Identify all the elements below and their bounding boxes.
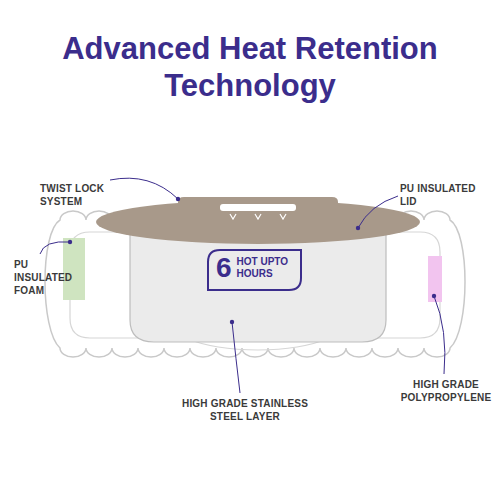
part-label: PU INSULATED FOAM <box>14 258 84 297</box>
polypropylene-band <box>428 256 442 302</box>
part-label: TWIST LOCK SYSTEM <box>40 182 118 208</box>
hours-badge: 6HOT UPTO HOURS <box>206 248 303 292</box>
leader-dots <box>68 197 436 324</box>
handle-slot <box>220 204 296 211</box>
badge-border <box>208 250 301 290</box>
part-label: HIGH GRADE POLYPROPYLENE <box>400 378 492 404</box>
insulated-foam-band <box>63 238 85 300</box>
hours-text: HOT UPTO HOURS <box>237 256 289 280</box>
part-label: PU INSULATED LID <box>400 182 480 208</box>
lock-marks <box>230 214 286 219</box>
lid-handle <box>178 197 338 222</box>
hours-number: 6 <box>216 253 232 283</box>
badge-content: 6HOT UPTO HOURS <box>206 248 303 287</box>
diagram-title: Advanced Heat Retention Technology <box>60 30 440 104</box>
part-label: HIGH GRADE STAINLESS STEEL LAYER <box>175 397 315 423</box>
leader-lines <box>40 178 445 393</box>
